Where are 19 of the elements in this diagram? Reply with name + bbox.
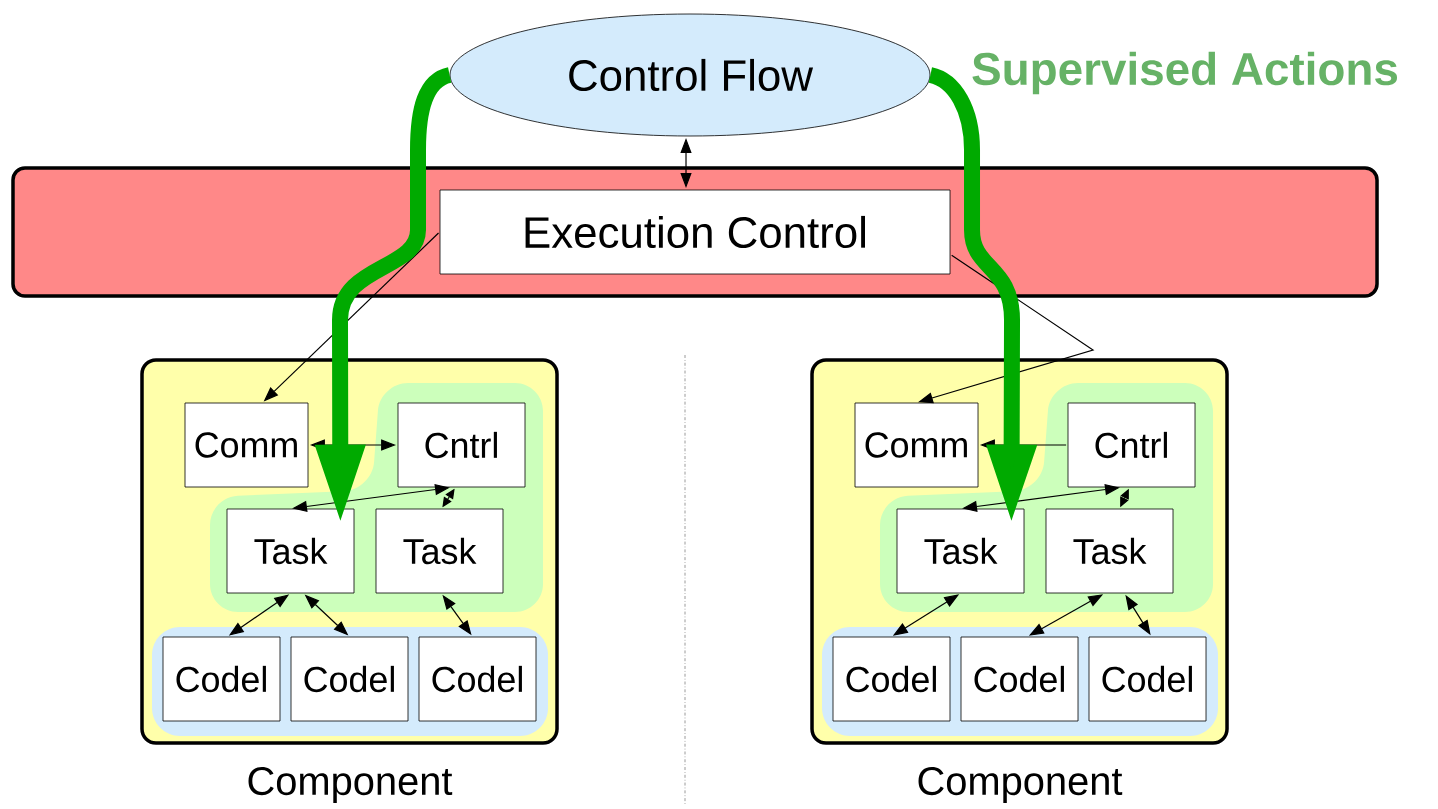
process-box: Codel <box>418 636 537 722</box>
process-box: Task <box>375 508 504 594</box>
process-box: Comm <box>184 402 309 488</box>
process-box: Cntrl <box>1067 402 1196 488</box>
process-box: Task <box>896 508 1025 594</box>
ellipse-node: Control Flow <box>449 13 931 137</box>
process-box: Codel <box>832 636 951 722</box>
process-box: Codel <box>960 636 1079 722</box>
process-box: Codel <box>1088 636 1207 722</box>
component-label: Component <box>248 766 453 804</box>
process-box: Codel <box>290 636 409 722</box>
process-box: Cntrl <box>397 402 526 488</box>
process-box: Task <box>1045 508 1174 594</box>
process-box: Execution Control <box>439 189 951 275</box>
process-box: Task <box>226 508 355 594</box>
process-box: Codel <box>162 636 281 722</box>
heading: Supervised Actions <box>972 51 1398 95</box>
component-label: Component <box>918 766 1123 804</box>
process-box: Comm <box>854 402 979 488</box>
